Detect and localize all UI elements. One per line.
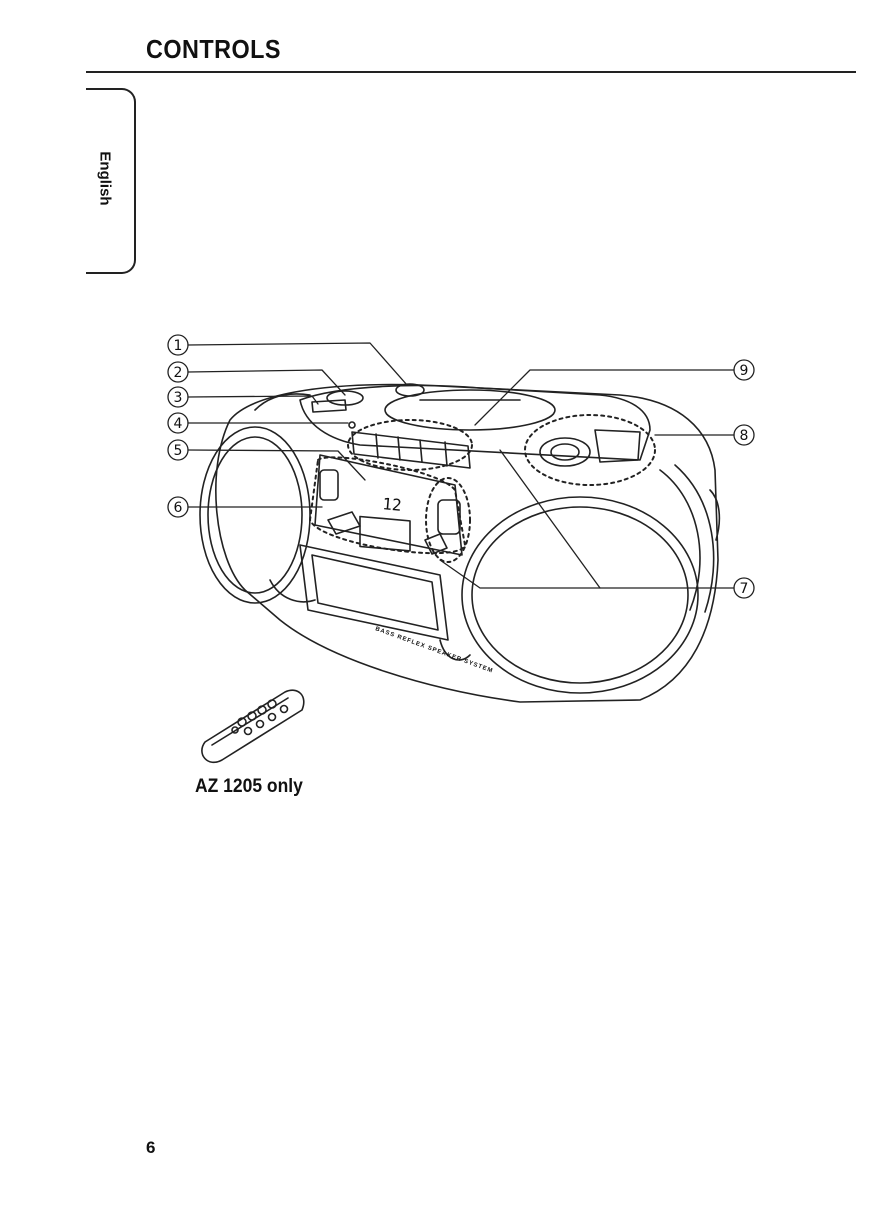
remote-caption: AZ 1205 only xyxy=(195,776,303,798)
callout-3: 3 xyxy=(174,390,183,406)
callout-4: 4 xyxy=(174,416,183,432)
callout-2: 2 xyxy=(174,365,183,381)
speaker-label: BASS REFLEX SPEAKER SYSTEM xyxy=(374,626,494,674)
remote-control-illustration xyxy=(202,690,304,762)
boombox-illustration xyxy=(200,384,719,702)
callout-9: 9 xyxy=(740,363,749,379)
callout-8: 8 xyxy=(740,428,749,444)
callout-1: 1 xyxy=(174,338,183,354)
page-number: 6 xyxy=(146,1138,155,1158)
callout-6: 6 xyxy=(174,500,183,516)
display-readout: 12 xyxy=(382,494,403,515)
callout-7: 7 xyxy=(740,581,749,597)
callout-5: 5 xyxy=(174,443,183,459)
